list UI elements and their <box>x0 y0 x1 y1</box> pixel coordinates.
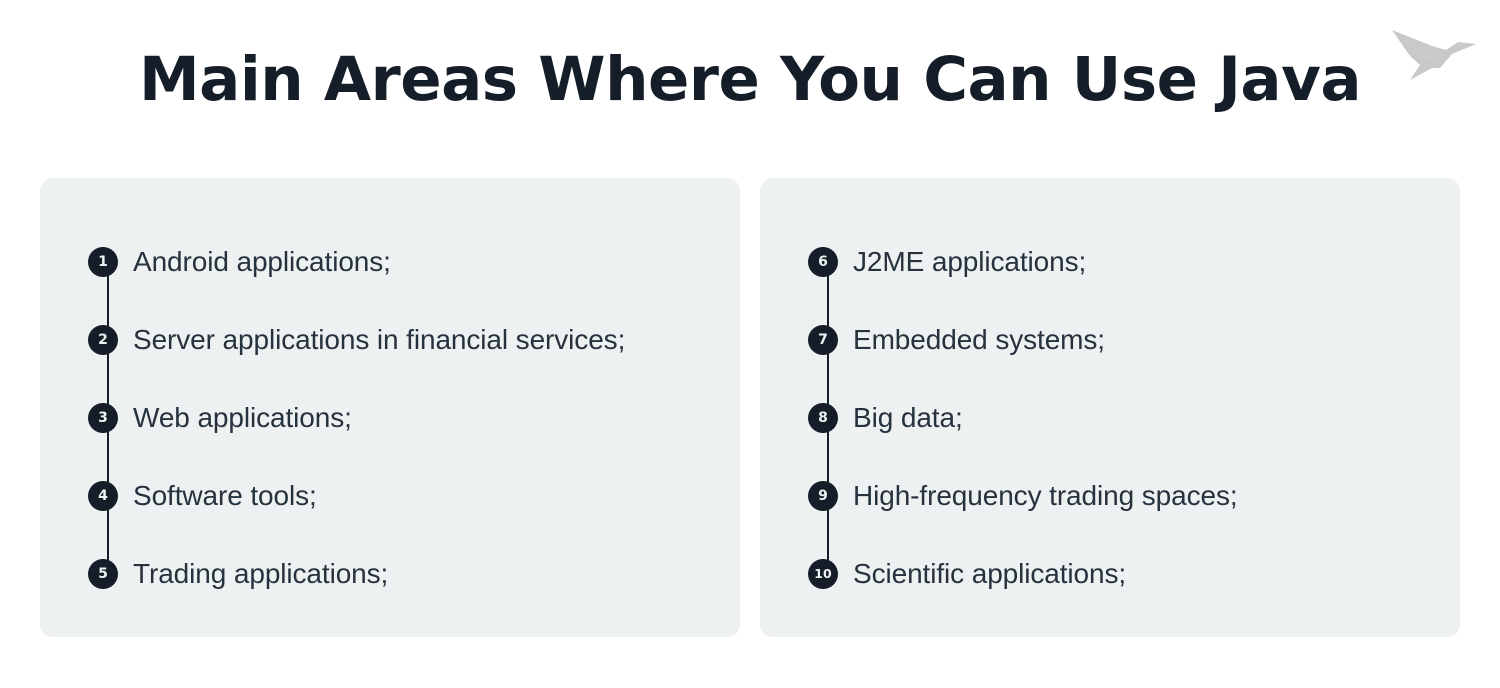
list-item-label: Trading applications; <box>133 558 389 589</box>
content-area: 1 Android applications; 2 Server applica… <box>40 178 1460 637</box>
list-item-label: Server applications in financial service… <box>133 324 626 355</box>
list-item-number-badge: 6 <box>808 247 838 277</box>
list-item-number-badge: 5 <box>88 559 118 589</box>
list-item[interactable]: 4 Software tools; <box>88 457 714 535</box>
list-item-number-badge: 10 <box>808 559 838 589</box>
list-item-label: Big data; <box>853 402 963 433</box>
list-item[interactable]: 1 Android applications; <box>88 223 714 301</box>
list-item-number-badge: 8 <box>808 403 838 433</box>
list-item-number-badge: 2 <box>88 325 118 355</box>
right-list-card: 6 J2ME applications; 7 Embedded systems;… <box>760 178 1460 637</box>
list-item-number-badge: 9 <box>808 481 838 511</box>
list-item[interactable]: 6 J2ME applications; <box>808 223 1434 301</box>
list-item-number-badge: 7 <box>808 325 838 355</box>
list-item-number-badge: 4 <box>88 481 118 511</box>
list-item[interactable]: 7 Embedded systems; <box>808 301 1434 379</box>
list-item-label: Android applications; <box>133 246 391 277</box>
list-item[interactable]: 5 Trading applications; <box>88 535 714 613</box>
list-item-number-badge: 3 <box>88 403 118 433</box>
left-list-card: 1 Android applications; 2 Server applica… <box>40 178 740 637</box>
list-item-label: Software tools; <box>133 480 317 511</box>
list-item-label: Embedded systems; <box>853 324 1105 355</box>
timeline-list-left: 1 Android applications; 2 Server applica… <box>88 223 714 613</box>
list-item[interactable]: 2 Server applications in financial servi… <box>88 301 714 379</box>
list-item-number-badge: 1 <box>88 247 118 277</box>
timeline-list-right: 6 J2ME applications; 7 Embedded systems;… <box>808 223 1434 613</box>
list-item[interactable]: 10 Scientific applications; <box>808 535 1434 613</box>
page-title: Main Areas Where You Can Use Java <box>138 44 1362 115</box>
list-item-label: High-frequency trading spaces; <box>853 480 1238 511</box>
list-item[interactable]: 9 High-frequency trading spaces; <box>808 457 1434 535</box>
list-item-label: J2ME applications; <box>853 246 1087 277</box>
list-item-label: Scientific applications; <box>853 558 1127 589</box>
list-item[interactable]: 3 Web applications; <box>88 379 714 457</box>
list-item-label: Web applications; <box>133 402 352 433</box>
origami-bird-logo <box>1388 20 1480 82</box>
list-item[interactable]: 8 Big data; <box>808 379 1434 457</box>
